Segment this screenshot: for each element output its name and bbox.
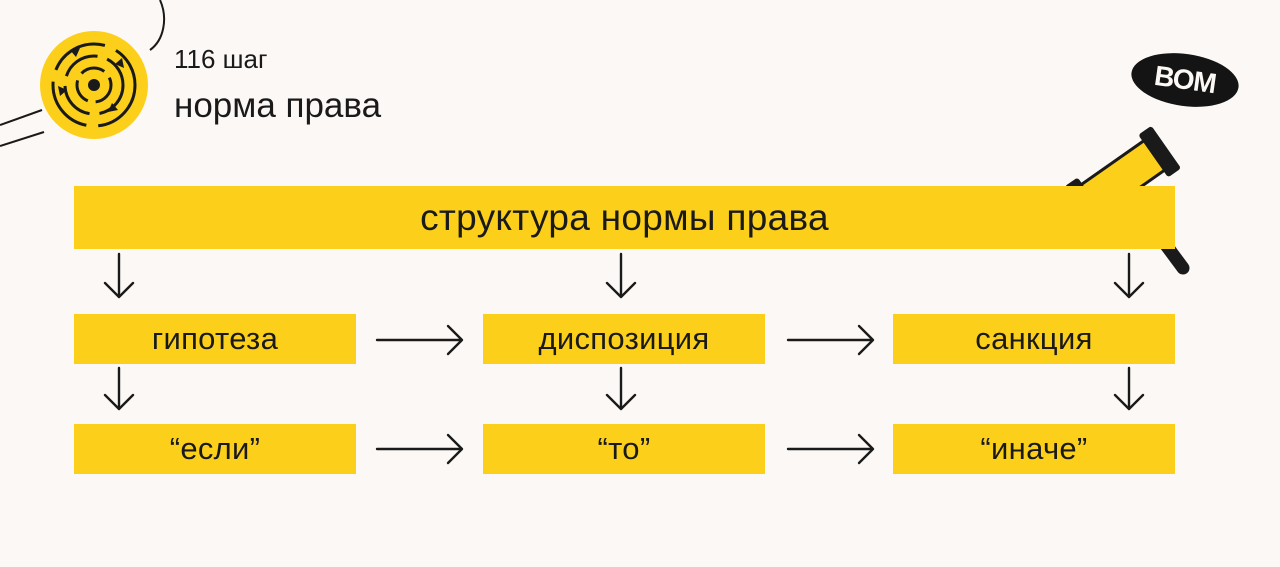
element-disposition: диспозиция bbox=[483, 314, 765, 364]
brand-logo-text: ВОМ bbox=[1152, 59, 1218, 100]
swoosh-line bbox=[0, 131, 45, 147]
arrow-down-icon bbox=[1113, 252, 1145, 299]
arrow-down-icon bbox=[103, 366, 135, 411]
meaning-then: “то” bbox=[483, 424, 765, 474]
page-title: норма права bbox=[174, 86, 382, 125]
arrow-right-icon bbox=[375, 324, 464, 356]
element-hypothesis: гипотеза bbox=[74, 314, 356, 364]
arrow-down-icon bbox=[605, 252, 637, 299]
arrow-right-icon bbox=[375, 433, 464, 465]
arrow-right-icon bbox=[786, 433, 875, 465]
element-sanction: санкция bbox=[893, 314, 1175, 364]
arrow-down-icon bbox=[1113, 366, 1145, 411]
cycle-badge-icon bbox=[40, 31, 148, 139]
meaning-else: “иначе” bbox=[893, 424, 1175, 474]
arrow-down-icon bbox=[605, 366, 637, 411]
meaning-if: “если” bbox=[74, 424, 356, 474]
structure-title: структура нормы права bbox=[74, 186, 1175, 249]
arrow-down-icon bbox=[103, 252, 135, 299]
arrow-right-icon bbox=[786, 324, 875, 356]
swoosh-line bbox=[0, 109, 43, 126]
swoosh-line bbox=[149, 0, 166, 51]
step-number: 116 шаг bbox=[174, 44, 268, 74]
